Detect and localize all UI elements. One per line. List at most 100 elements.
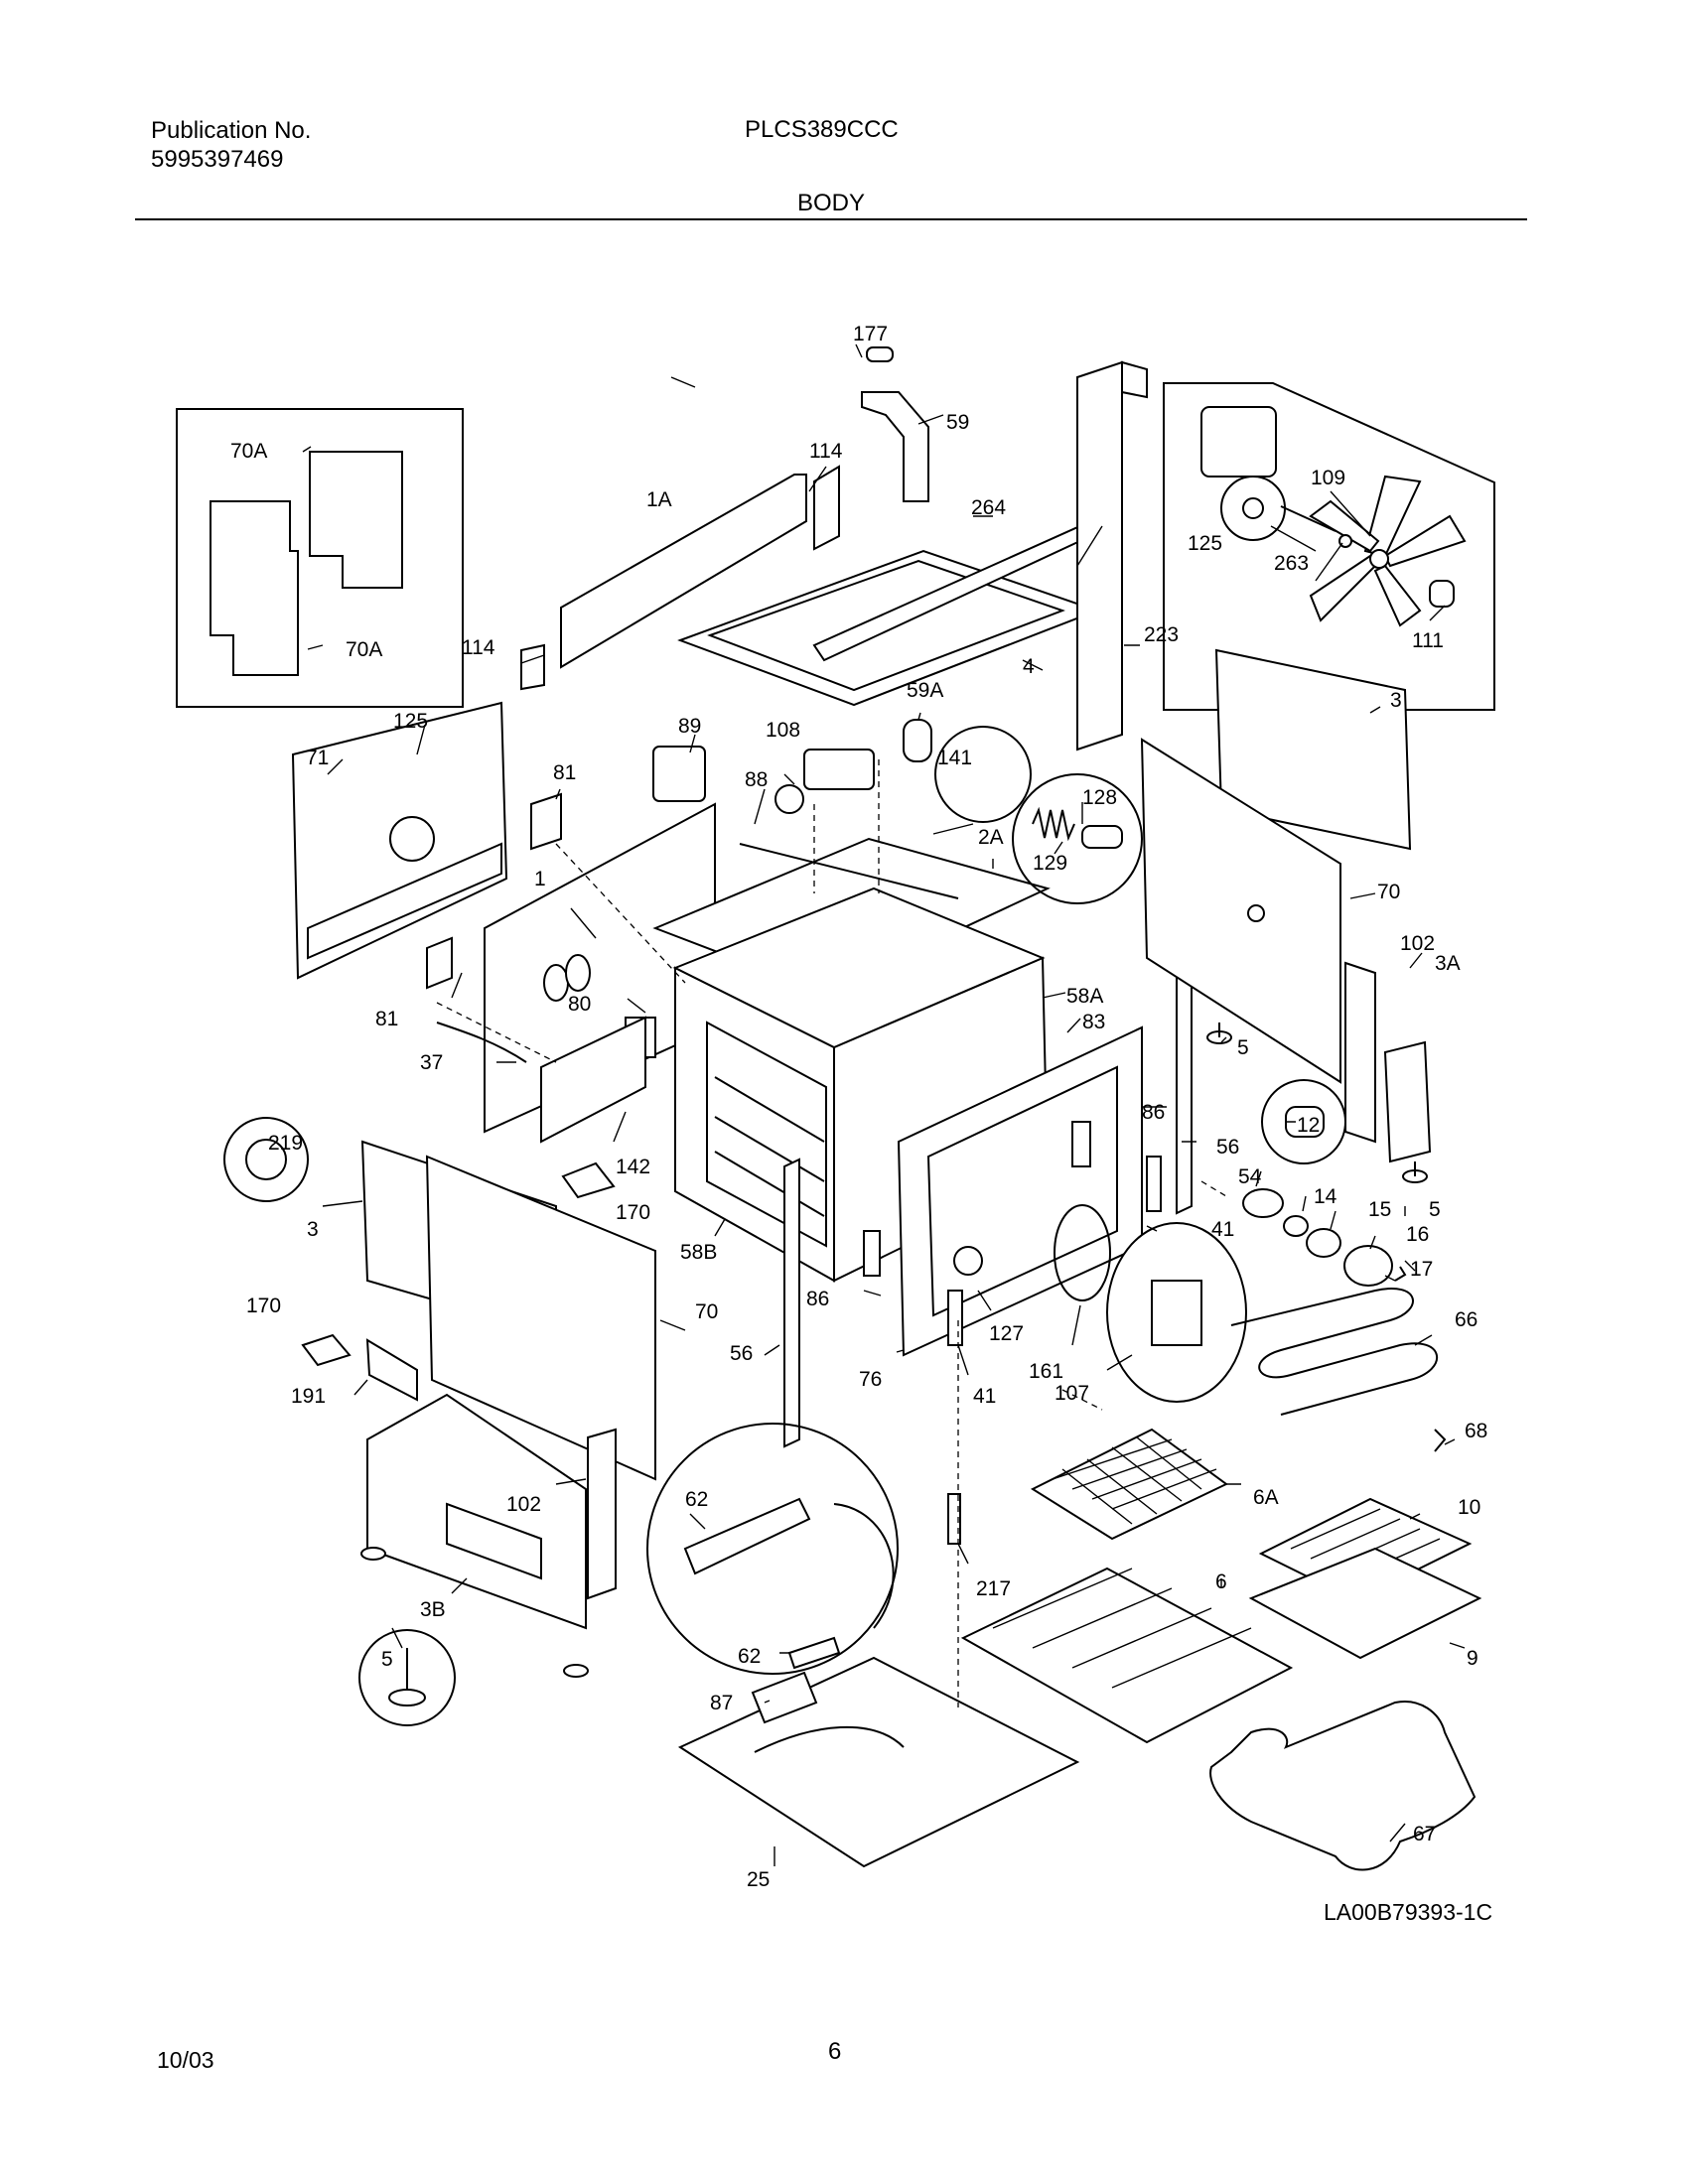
- callout-58a: 58A: [1066, 985, 1103, 1008]
- callout-71: 71: [306, 747, 329, 769]
- callout-161: 161: [1029, 1360, 1063, 1383]
- trim-strip-56-left: [783, 1158, 800, 1448]
- terminal-block-62: [683, 1497, 811, 1575]
- callout-1a: 1A: [646, 488, 672, 511]
- callout-111: 111: [1412, 629, 1444, 652]
- callout-108: 108: [766, 719, 800, 742]
- lens-16: [1343, 1245, 1393, 1287]
- drawing-code: LA00B79393-1C: [1324, 1899, 1493, 1925]
- switch-89: [652, 746, 706, 802]
- page-number: 6: [828, 2038, 842, 2065]
- inset-box-back-panels: [176, 408, 464, 708]
- callout-6: 6: [1215, 1570, 1227, 1593]
- cover-41-lower: [947, 1290, 963, 1346]
- callout-70-right: 70: [1377, 881, 1400, 903]
- callout-56-right: 56: [1216, 1136, 1239, 1159]
- callout-70a-bottom: 70A: [346, 638, 382, 661]
- bracket-191: [365, 1338, 418, 1402]
- bracket-81-lower: [426, 936, 453, 990]
- callout-37: 37: [420, 1051, 443, 1074]
- insulator-59a: [903, 719, 932, 762]
- callout-89: 89: [678, 715, 701, 738]
- callout-10: 10: [1458, 1496, 1480, 1519]
- hinge-receptacle-86b: [863, 1230, 881, 1277]
- callout-14: 14: [1314, 1185, 1337, 1208]
- callout-127: 127: [989, 1322, 1024, 1345]
- latch-128: [1081, 825, 1123, 849]
- channel-102-left: [587, 1428, 617, 1600]
- side-panel-71: [291, 701, 508, 980]
- rack-6a: [1030, 1428, 1228, 1541]
- bake-element-67: [1209, 1701, 1477, 1871]
- detail-circle-219: [223, 1117, 309, 1202]
- publication-label: Publication No.: [151, 117, 312, 144]
- callout-81-upper: 81: [553, 761, 576, 784]
- duct-142: [540, 1016, 646, 1144]
- callout-3b: 3B: [420, 1598, 446, 1621]
- oven-side-panel-1: [484, 802, 716, 1134]
- callout-263: 263: [1274, 552, 1309, 575]
- fan-blade-109: [1309, 475, 1467, 627]
- callout-5-top: 5: [1237, 1036, 1249, 1059]
- rack-6: [960, 1567, 1294, 1744]
- side-panel-70-left: [425, 1155, 656, 1481]
- callout-102-right: 102: [1400, 932, 1435, 955]
- callout-177: 177: [853, 323, 888, 345]
- bulb-15: [1306, 1228, 1341, 1258]
- callout-128: 128: [1082, 786, 1117, 809]
- thermostat-108: [803, 749, 875, 790]
- callout-4: 4: [1023, 655, 1035, 678]
- callout-125-inset: 125: [1188, 532, 1222, 555]
- detail-circle-12: [1261, 1079, 1346, 1164]
- fan-cover-107: [1106, 1222, 1247, 1403]
- callout-81-lower: 81: [375, 1008, 398, 1030]
- clip-170-upper: [561, 1161, 616, 1199]
- callout-25: 25: [747, 1868, 770, 1891]
- callout-76: 76: [859, 1368, 882, 1391]
- callout-2a: 2A: [978, 826, 1004, 849]
- callout-87: 87: [710, 1692, 733, 1714]
- callout-3-left: 3: [307, 1218, 319, 1241]
- callout-68: 68: [1465, 1420, 1487, 1442]
- callout-125: 125: [393, 710, 428, 733]
- callout-62: 62: [738, 1645, 761, 1668]
- oven-bottom-25: [677, 1656, 1080, 1868]
- publication-number: 5995397469: [151, 146, 284, 173]
- back-panel-insulation-70a: [210, 451, 403, 676]
- callout-107: 107: [1055, 1382, 1089, 1405]
- clip-170-lower: [301, 1333, 352, 1367]
- inset-box-fan-motor: [1163, 382, 1495, 711]
- callout-41-left: 41: [973, 1385, 996, 1408]
- callout-129: 129: [1033, 852, 1067, 875]
- terminal-block-62-small: [787, 1636, 841, 1670]
- wire-37: [436, 1022, 527, 1063]
- bracket-3a: [1383, 1040, 1432, 1163]
- hinge-receptacle-86: [1071, 1121, 1091, 1167]
- callout-70a-top: 70A: [230, 440, 267, 463]
- callout-67: 67: [1413, 1823, 1436, 1845]
- model-number: PLCS389CCC: [745, 116, 899, 143]
- callout-141: 141: [937, 747, 972, 769]
- bracket-114-left: [520, 643, 545, 691]
- lamp-socket-54: [1242, 1188, 1284, 1218]
- vent-tube-59: [861, 346, 929, 502]
- front-frame-76: [863, 1025, 1143, 1357]
- gasket-14: [1283, 1215, 1309, 1237]
- callout-59a: 59A: [907, 679, 943, 702]
- publication-date: 10/03: [157, 2047, 214, 2073]
- callout-219: 219: [268, 1132, 303, 1155]
- callout-114-left: 114: [462, 636, 495, 659]
- rear-brace-1a: [560, 465, 840, 669]
- convection-element-161: [1054, 1204, 1111, 1301]
- callout-17: 17: [1410, 1258, 1433, 1281]
- detail-circle-62: [646, 1423, 899, 1675]
- channel-102-right: [1344, 961, 1376, 1144]
- leveling-leg-5-right: [1402, 1161, 1428, 1183]
- leveling-leg-5-left: [360, 1547, 386, 1561]
- callout-191: 191: [291, 1385, 326, 1408]
- callout-3a: 3A: [1435, 952, 1461, 975]
- clip-17: [1394, 1266, 1407, 1282]
- callout-12: 12: [1297, 1114, 1320, 1137]
- side-panel-70-right: [1140, 738, 1341, 1084]
